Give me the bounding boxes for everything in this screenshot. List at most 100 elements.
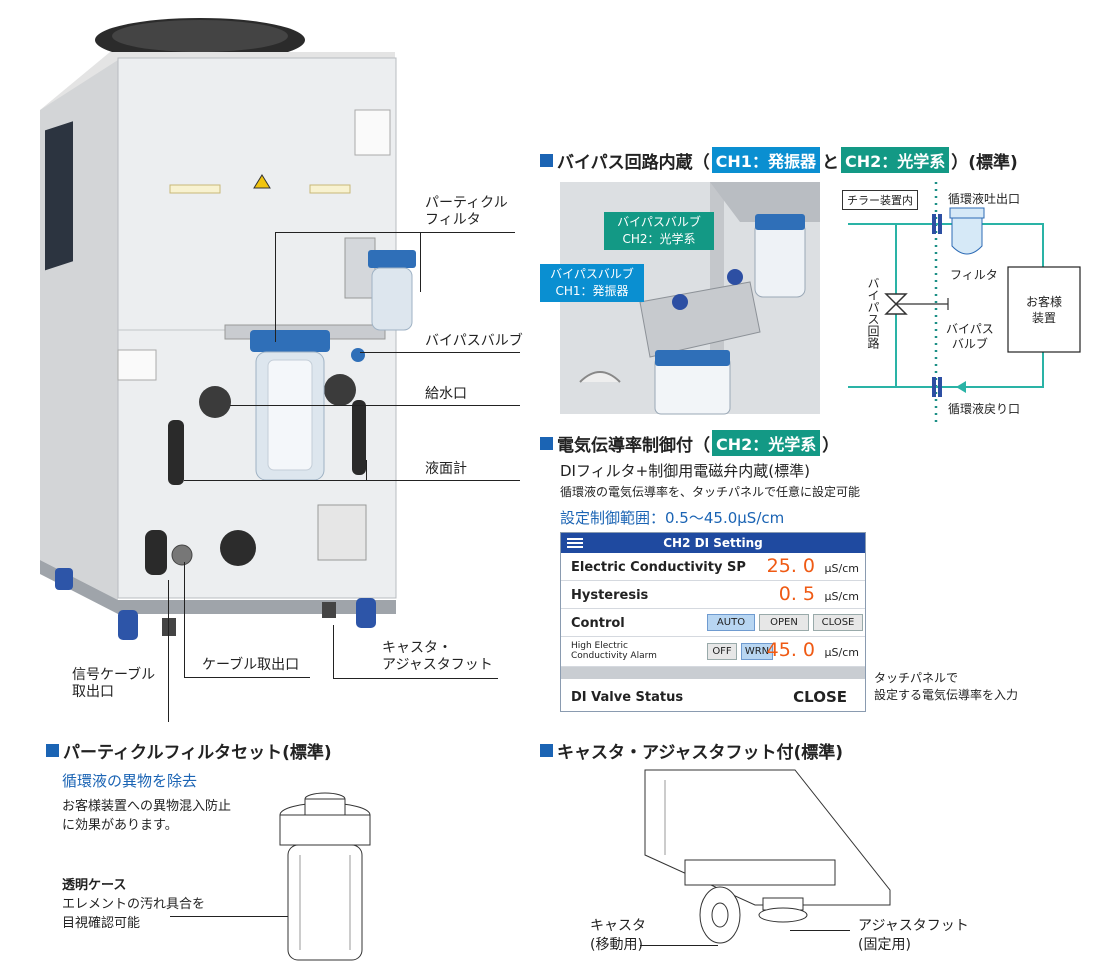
section-square-icon	[540, 153, 553, 167]
title-text: キャスタ・アジャスタフット付(標準)	[557, 743, 844, 763]
off-button[interactable]: OFF	[707, 643, 737, 660]
auto-button[interactable]: AUTO	[707, 614, 755, 631]
caster-line: キャスタ	[590, 918, 646, 934]
leader-line	[230, 405, 520, 406]
title-text: パーティクルフィルタセット(標準)	[63, 743, 332, 763]
callout-line: バイパスバルブ	[550, 267, 634, 281]
callout-line: CH1：発振器	[555, 284, 629, 298]
caster-label: キャスタ (移動用)	[590, 917, 646, 955]
caster-line: (移動用)	[590, 937, 643, 953]
status-row: DI Valve Status CLOSE	[561, 679, 865, 713]
control-label: Control	[571, 616, 625, 631]
alarm-label-line: High Electric	[571, 641, 628, 651]
conductivity-subtitle: DIフィルタ+制御用電磁弁内蔵(標準)	[560, 462, 810, 480]
diagram-chiller-label: チラー装置内	[842, 190, 918, 210]
conductivity-section-title: 電気伝導率制御付（ CH2：光学系 ）	[540, 430, 839, 456]
alarm-value[interactable]: 45. 0	[766, 639, 815, 661]
leader-line	[640, 945, 718, 946]
leader-line	[184, 562, 185, 677]
panel-divider	[561, 667, 865, 679]
leader-line	[360, 352, 520, 353]
bypass-flow-diagram	[848, 182, 1081, 422]
label-level-gauge: 液面計	[425, 461, 467, 477]
diagram-return-label: 循環液戻り口	[948, 402, 1021, 416]
description-line: に効果があります。	[62, 818, 178, 833]
section-square-icon	[540, 436, 553, 450]
sp-label: Electric Conductivity SP	[571, 560, 746, 575]
alarm-unit: μS/cm	[824, 646, 859, 659]
sp-value[interactable]: 25. 0	[766, 555, 815, 577]
ch2-tag: CH2：光学系	[840, 147, 950, 173]
caster-image	[644, 769, 891, 944]
control-row: Control AUTO OPEN CLOSE	[561, 609, 865, 637]
ch2-tag: CH2：光学系	[712, 430, 821, 456]
bypass-section-title: バイパス回路内蔵（ CH1：発振器 と CH2：光学系 ）(標準)	[540, 147, 1018, 173]
label-line: パーティクル	[425, 195, 508, 211]
leader-line	[184, 677, 310, 678]
alarm-label-line: Conductivity Alarm	[571, 651, 657, 661]
hysteresis-unit: μS/cm	[824, 590, 859, 603]
title-text: と	[821, 152, 839, 173]
hysteresis-value[interactable]: 0. 5	[778, 583, 815, 605]
diagram-outlet-label: 循環液吐出口	[948, 192, 1021, 206]
foot-line: アジャスタフット	[858, 918, 969, 934]
panel-header: CH2 DI Setting	[561, 533, 865, 553]
ch1-tag: CH1：発振器	[711, 147, 820, 173]
alarm-row: High Electric Conductivity Alarm OFF WRN…	[561, 637, 865, 667]
label-water-inlet: 給水口	[425, 386, 467, 402]
chiller-unit-image	[40, 18, 416, 640]
label-cable-outlet: ケーブル取出口	[202, 657, 300, 673]
leader-line	[420, 232, 421, 292]
callout-bypass-ch2: バイパスバルブ CH2：光学系	[604, 212, 714, 250]
label-line: 取出口	[72, 684, 114, 700]
status-label: DI Valve Status	[571, 690, 684, 705]
chiller-illustration: パーティクル フィルタ バイパスバルブ 給水口 液面計 ケーブル取出口 信号ケー…	[0, 0, 530, 722]
label-signal-cable-outlet: 信号ケーブル 取出口	[72, 667, 155, 701]
leader-line	[333, 678, 498, 679]
leader-line	[333, 625, 334, 678]
case-line: エレメントの汚れ具合を	[62, 897, 206, 912]
leader-line	[184, 480, 520, 481]
label-line: 装置	[1031, 311, 1056, 325]
label-bypass-valve: バイパスバルブ	[425, 333, 523, 349]
callout-line: CH2：光学系	[622, 232, 696, 246]
description-line: お客様装置への異物混入防止	[62, 799, 232, 814]
close-button[interactable]: CLOSE	[813, 614, 863, 631]
foot-line: (固定用)	[858, 937, 911, 953]
panel-note: タッチパネルで 設定する電気伝導率を入力	[874, 670, 1018, 704]
leader-line	[170, 916, 325, 917]
panel-title: CH2 DI Setting	[663, 536, 763, 550]
leader-line	[275, 232, 515, 233]
label-caster-adjuster: キャスタ・ アジャスタフット	[382, 640, 493, 674]
conductivity-description: 循環液の電気伝導率を、タッチパネルで任意に設定可能	[560, 485, 861, 499]
label-line: バルブ	[951, 337, 988, 351]
note-line: 設定する電気伝導率を入力	[874, 688, 1019, 702]
status-value: CLOSE	[793, 688, 847, 706]
bypass-diagram: チラー装置内 循環液吐出口 フィルタ お客様 装置 バイパス回路 バイパス バル…	[838, 182, 1100, 422]
caster-section-title: キャスタ・アジャスタフット付(標準)	[540, 738, 843, 763]
menu-icon[interactable]	[567, 538, 583, 548]
leader-line	[790, 930, 850, 931]
leader-line	[275, 232, 276, 342]
hysteresis-row: Hysteresis 0. 5 μS/cm	[561, 581, 865, 609]
label-particle-filter: パーティクル フィルタ	[425, 195, 508, 229]
label-line: お客様	[1025, 295, 1062, 309]
open-button[interactable]: OPEN	[759, 614, 809, 631]
particle-filter-image	[279, 792, 371, 961]
title-text: 電気伝導率制御付（	[557, 435, 710, 456]
label-line: キャスタ・	[382, 640, 452, 656]
callout-line: バイパスバルブ	[617, 215, 701, 229]
leader-line	[366, 460, 367, 480]
hysteresis-label: Hysteresis	[571, 588, 649, 603]
particle-subtitle: 循環液の異物を除去	[62, 772, 198, 790]
particle-description: お客様装置への異物混入防止 に効果があります。	[62, 797, 231, 835]
case-title: 透明ケース	[62, 878, 127, 893]
diagram-bypass-valve-label: バイパス バルブ	[946, 322, 994, 352]
note-line: タッチパネルで	[874, 671, 959, 685]
diagram-bypass-circuit-label: バイパス回路	[866, 277, 880, 349]
diagram-customer-label: お客様 装置	[1008, 294, 1080, 326]
title-text: ）	[822, 435, 840, 456]
wrn-button[interactable]: WRN	[741, 643, 773, 660]
leader-line	[168, 580, 169, 722]
alarm-label: High Electric Conductivity Alarm	[571, 641, 657, 661]
